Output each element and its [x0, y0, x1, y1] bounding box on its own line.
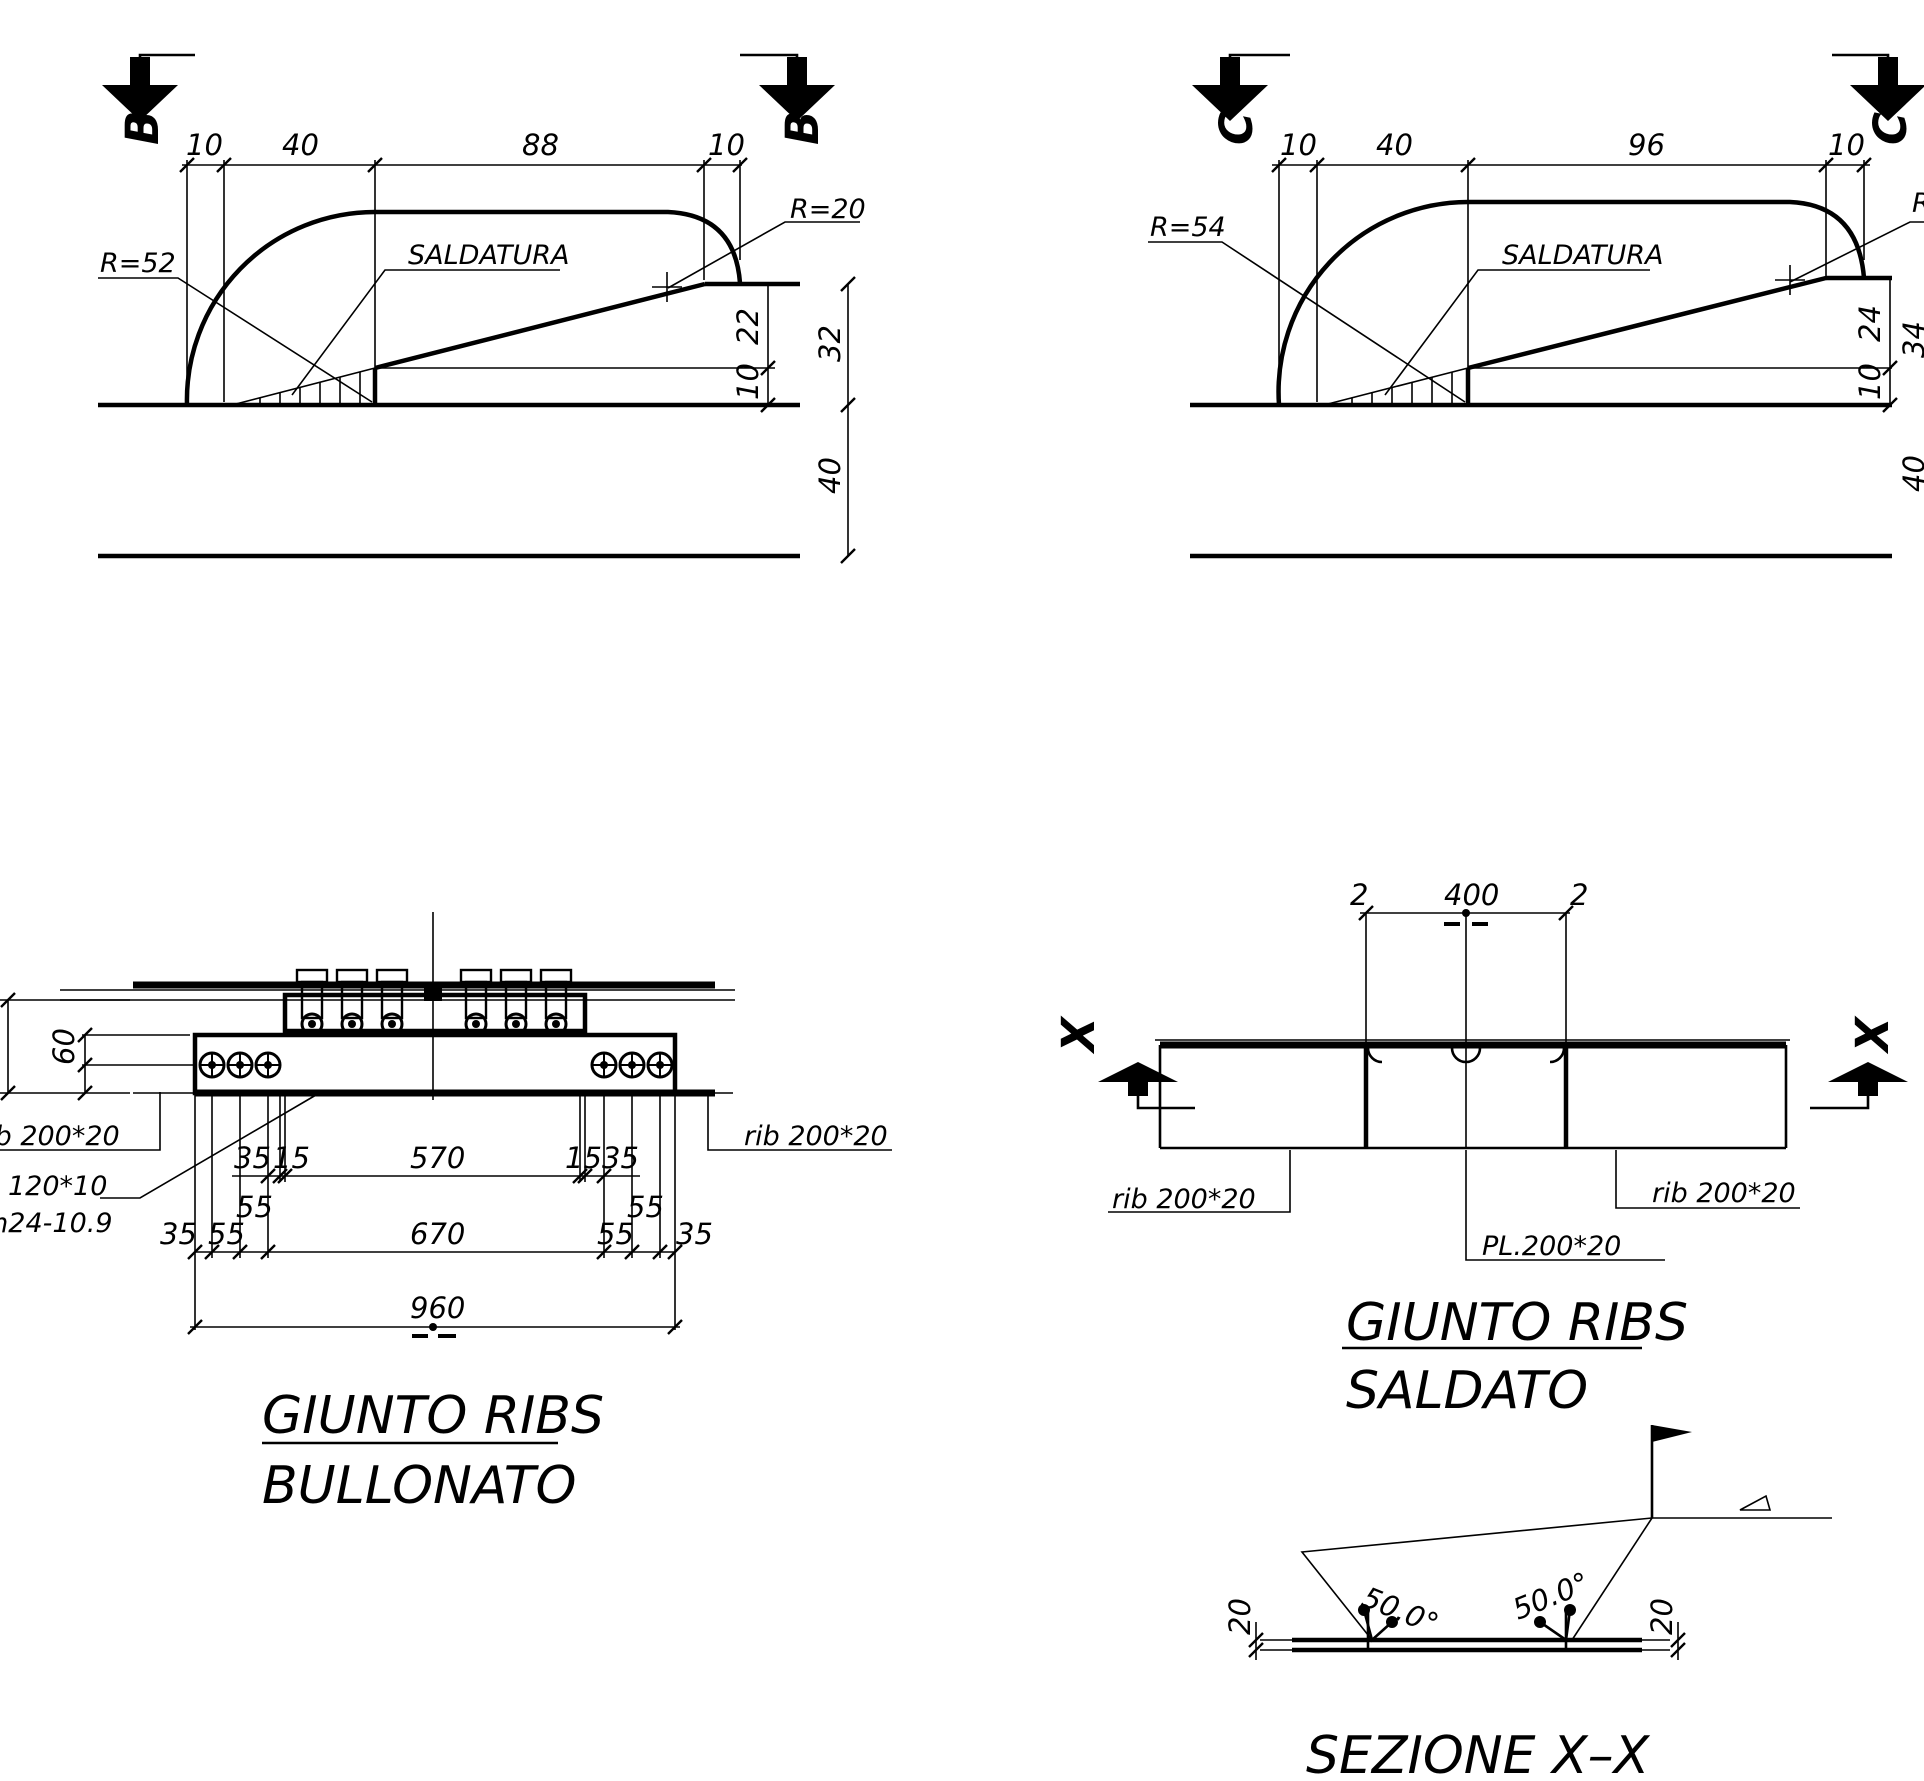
section-letter-c-left: C: [1210, 112, 1263, 145]
title-bolted-line1: GIUNTO RIBS: [262, 1386, 604, 1446]
dim-row1-e: 35: [602, 1141, 639, 1175]
dim-b-2: 40: [282, 128, 319, 162]
dim-row2-top-left: 55: [236, 1190, 273, 1224]
title-welded-line1: GIUNTO RIBS: [1346, 1293, 1688, 1353]
vdim-c-34: 34: [1897, 321, 1924, 358]
title-welded-line2: SALDATO: [1346, 1361, 1588, 1421]
plate-label-welded: PL.200*20: [1482, 1231, 1621, 1262]
dim-welded-400: 400: [1444, 878, 1499, 912]
radius-c-left: R=54: [1150, 212, 1226, 243]
dim-row2-b: 55: [208, 1217, 245, 1251]
section-xx: 50.0° 50.0° 20 20 SEZIONE X–X: [1223, 1425, 1832, 1781]
vdim-c-24: 24: [1853, 305, 1887, 342]
dim-c-4: 10: [1828, 128, 1865, 162]
dim-row2-c: 670: [410, 1217, 465, 1251]
section-letter-c-right: C: [1864, 112, 1917, 145]
dim-row1-a: 35: [234, 1141, 271, 1175]
section-mark-b-right: B: [740, 53, 835, 145]
dim-welded-2-left: 2: [1350, 878, 1368, 912]
vdim-b-40: 40: [813, 457, 847, 494]
angle-right: 50.0°: [1508, 1565, 1594, 1626]
dim-total-bolted: 960: [410, 1291, 465, 1325]
section-mark-c-right: C: [1832, 53, 1924, 145]
rib-label-welded-right: rib 200*20: [1652, 1178, 1796, 1209]
detail-b: B B 10 40 88 10: [98, 53, 866, 565]
dim-bolted-60: 60: [47, 1028, 81, 1065]
rib-label-bolted-right: rib 200*20: [744, 1121, 888, 1152]
weld-label-c: SALDATURA: [1502, 240, 1663, 271]
bolted-joint: 60 rib 200*20 rib 200*20 120*10 m24-10.9: [0, 912, 892, 1516]
dim-row2-d: 55: [597, 1217, 634, 1251]
dim-row1-d: 15: [565, 1141, 602, 1175]
dim-b-4: 10: [708, 128, 745, 162]
bolt-label-bolted: m24-10.9: [0, 1208, 113, 1239]
radius-b-left: R=52: [100, 248, 176, 279]
dim-row1-c: 570: [410, 1141, 465, 1175]
vdim-c-10: 10: [1853, 363, 1887, 400]
title-bolted-line2: BULLONATO: [262, 1456, 576, 1516]
dim-c-3: 96: [1628, 128, 1665, 162]
rib-label-bolted-left: rib 200*20: [0, 1121, 120, 1152]
plate-label-bolted: 120*10: [8, 1171, 107, 1202]
dim-row2-top-right: 55: [627, 1190, 664, 1224]
dim-c-2: 40: [1376, 128, 1413, 162]
title-section-xx: SEZIONE X–X: [1306, 1726, 1651, 1781]
section-mark-x-right: X: [1810, 1015, 1908, 1110]
weld-label-b: SALDATURA: [408, 240, 569, 271]
vdim-b-10: 10: [731, 363, 765, 400]
radius-b-right: R=20: [790, 194, 866, 225]
welded-joint: 2 400 2 X X rib: [1052, 878, 1908, 1421]
vdim-c-40: 40: [1897, 455, 1924, 492]
section-mark-b-left: B: [102, 53, 195, 145]
vdim-b-22: 22: [731, 308, 765, 345]
dim-welded-2-right: 2: [1570, 878, 1588, 912]
rib-label-welded-left: rib 200*20: [1112, 1184, 1256, 1215]
radius-c-right: R: [1912, 188, 1924, 219]
dim-xx-right: 20: [1645, 1598, 1679, 1635]
dim-row2-e: 35: [676, 1217, 713, 1251]
vdim-b-32: 32: [813, 325, 847, 362]
section-letter-x-left: X: [1052, 1015, 1105, 1055]
dim-row2-a: 35: [160, 1217, 197, 1251]
dim-c-1: 10: [1280, 128, 1317, 162]
detail-c: C C 10 40 96 10: [1148, 53, 1924, 559]
dim-b-1: 10: [186, 128, 223, 162]
dim-row1-b: 15: [273, 1141, 310, 1175]
dim-b-3: 88: [522, 128, 559, 162]
section-letter-x-right: X: [1846, 1015, 1899, 1055]
section-letter-b-right: B: [776, 111, 829, 145]
section-letter-b-left: B: [116, 111, 169, 145]
dim-xx-left: 20: [1223, 1598, 1257, 1635]
section-mark-x-left: X: [1052, 1015, 1195, 1110]
section-mark-c-left: C: [1192, 53, 1290, 145]
